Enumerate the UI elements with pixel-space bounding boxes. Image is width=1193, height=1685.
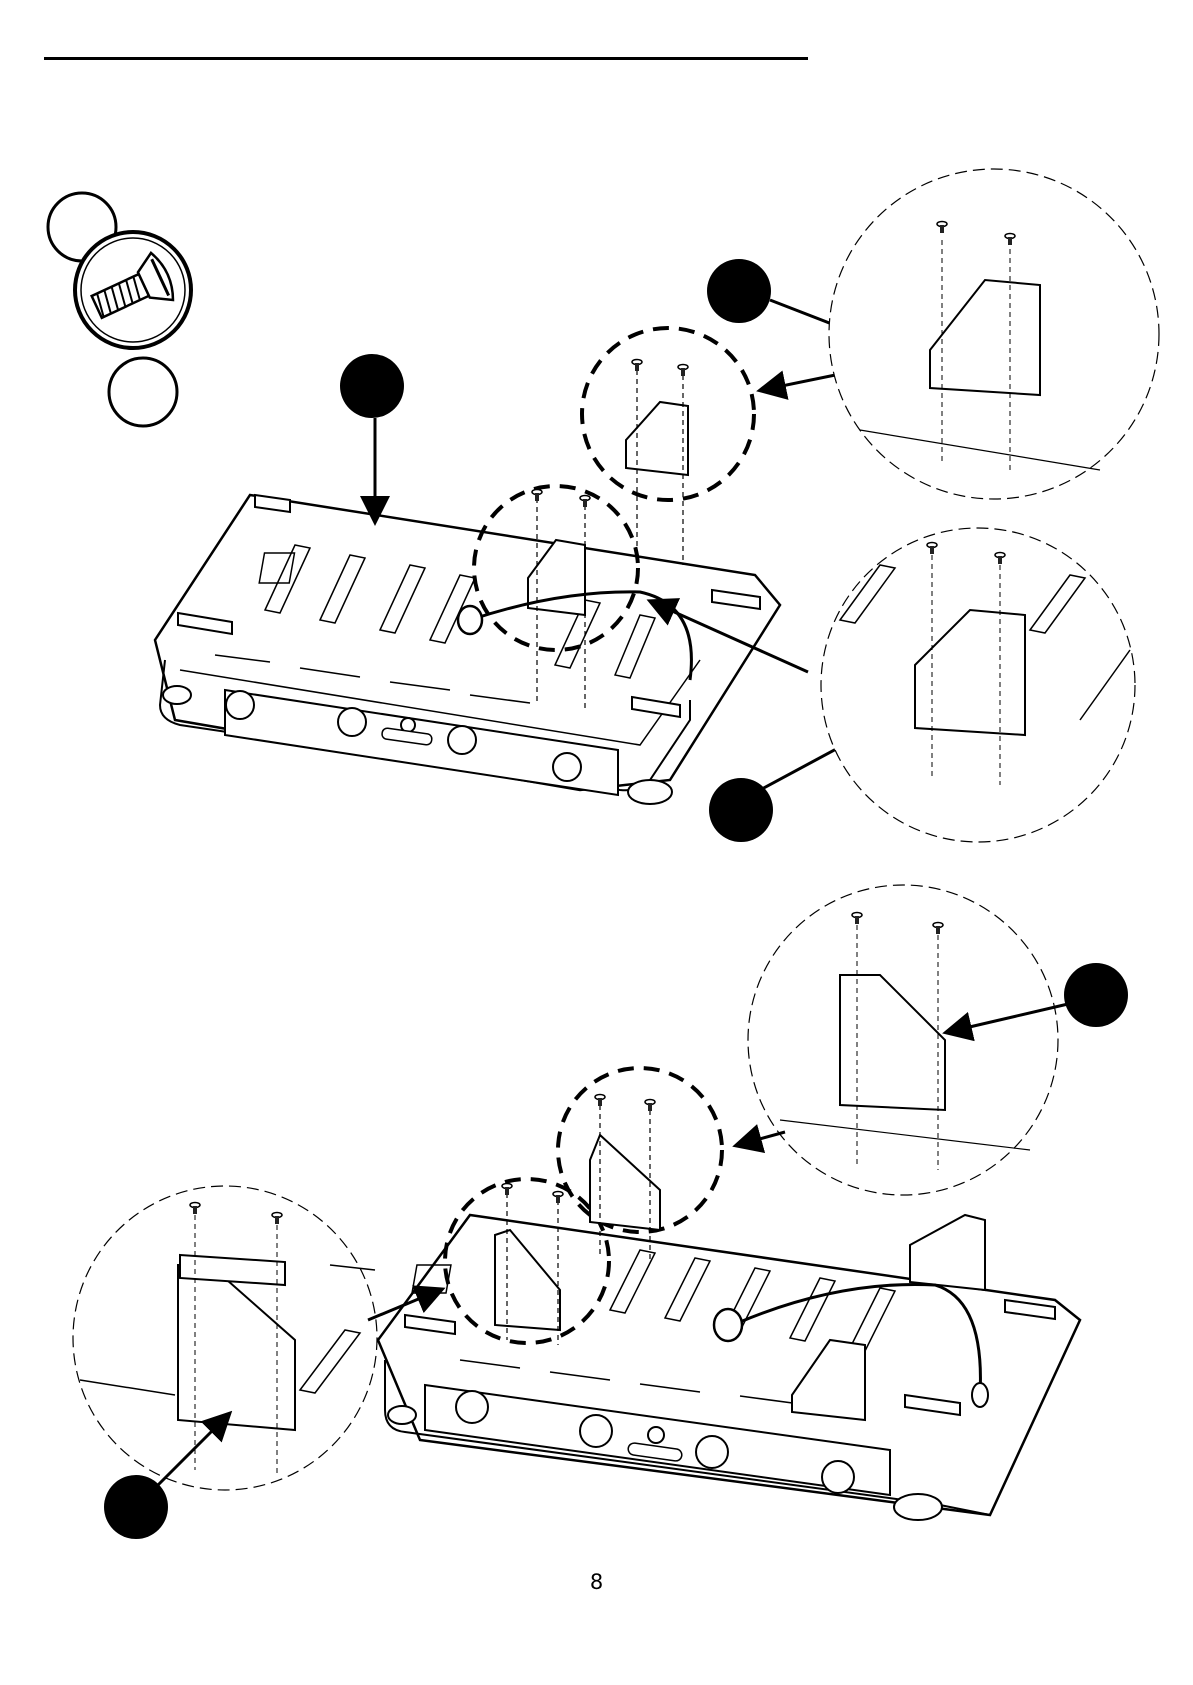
top-assembly bbox=[155, 169, 1159, 842]
step-marker bbox=[1064, 963, 1128, 1027]
regulator-icon bbox=[714, 1309, 742, 1341]
regulator-icon bbox=[458, 606, 482, 634]
screw-callout-circle-bottom bbox=[109, 358, 177, 426]
step-marker bbox=[340, 354, 404, 418]
screw-callout bbox=[48, 193, 191, 426]
mounting-bracket bbox=[910, 1215, 985, 1290]
step-marker bbox=[707, 259, 771, 323]
bottom-assembly bbox=[73, 885, 1128, 1539]
page-number: 8 bbox=[0, 1570, 1193, 1594]
floating-bracket bbox=[626, 402, 688, 475]
